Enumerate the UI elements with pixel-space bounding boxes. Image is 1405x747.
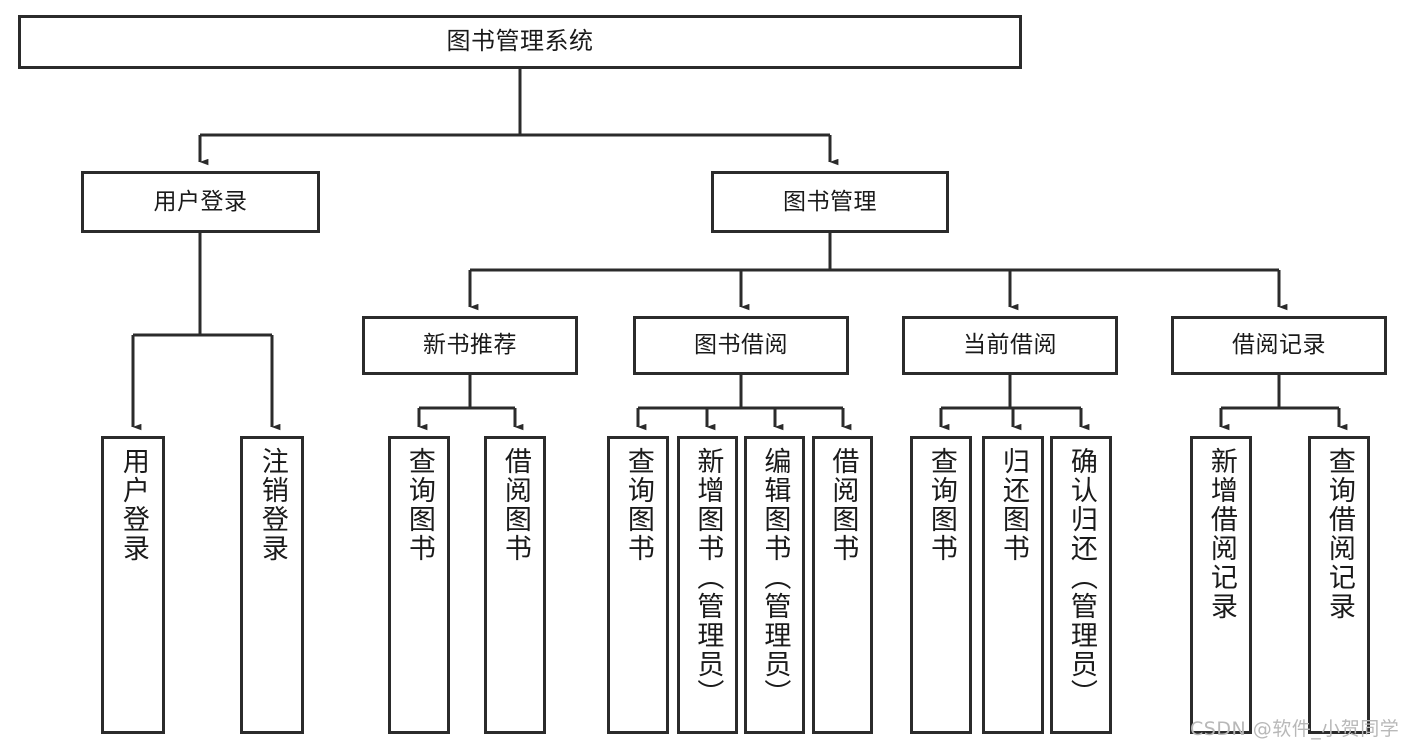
node-new-book-recommend-label: 新书推荐 [423,332,517,359]
leaf-query-borrow-record-label: 查询借阅记录 [1323,447,1355,621]
node-book-borrow[interactable]: 图书借阅 [633,316,849,375]
leaf-borrow-book-label: 借阅图书 [827,447,859,563]
leaf-query-book-recommend[interactable]: 查询图书 [388,436,450,734]
node-root-system[interactable]: 图书管理系统 [18,15,1022,69]
leaf-edit-book-admin-label: 编辑图书（管理员） [759,447,791,708]
leaf-confirm-return-admin[interactable]: 确认归还（管理员） [1050,436,1112,734]
leaf-add-book-admin-label: 新增图书（管理员） [692,447,724,708]
node-current-borrow[interactable]: 当前借阅 [902,316,1118,375]
leaf-query-book-current[interactable]: 查询图书 [910,436,972,734]
leaf-query-book-borrow-label: 查询图书 [622,447,654,563]
node-borrow-record-label: 借阅记录 [1232,332,1326,359]
node-book-manage[interactable]: 图书管理 [711,171,949,233]
node-book-borrow-label: 图书借阅 [694,332,788,359]
leaf-query-book-current-label: 查询图书 [925,447,957,563]
leaf-logout[interactable]: 注销登录 [240,436,304,734]
leaf-add-borrow-record[interactable]: 新增借阅记录 [1190,436,1252,734]
leaf-borrow-book-recommend-label: 借阅图书 [499,447,531,563]
leaf-borrow-book[interactable]: 借阅图书 [812,436,873,734]
node-user-login-label: 用户登录 [153,188,248,215]
leaf-add-borrow-record-label: 新增借阅记录 [1205,447,1237,621]
node-new-book-recommend[interactable]: 新书推荐 [362,316,578,375]
leaf-user-login-label: 用户登录 [117,447,149,563]
leaf-return-book-label: 归还图书 [997,447,1029,563]
leaf-confirm-return-admin-label: 确认归还（管理员） [1065,447,1097,708]
leaf-query-book-recommend-label: 查询图书 [403,447,435,563]
node-book-manage-label: 图书管理 [783,188,877,215]
leaf-edit-book-admin[interactable]: 编辑图书（管理员） [744,436,805,734]
leaf-add-book-admin[interactable]: 新增图书（管理员） [677,436,738,734]
leaf-borrow-book-recommend[interactable]: 借阅图书 [484,436,546,734]
leaf-query-book-borrow[interactable]: 查询图书 [607,436,669,734]
leaf-return-book[interactable]: 归还图书 [982,436,1044,734]
node-current-borrow-label: 当前借阅 [963,332,1057,359]
node-borrow-record[interactable]: 借阅记录 [1171,316,1387,375]
leaf-logout-label: 注销登录 [256,447,288,563]
leaf-query-borrow-record[interactable]: 查询借阅记录 [1308,436,1370,734]
node-user-login[interactable]: 用户登录 [81,171,320,233]
leaf-user-login[interactable]: 用户登录 [101,436,165,734]
node-root-label: 图书管理系统 [446,27,594,56]
